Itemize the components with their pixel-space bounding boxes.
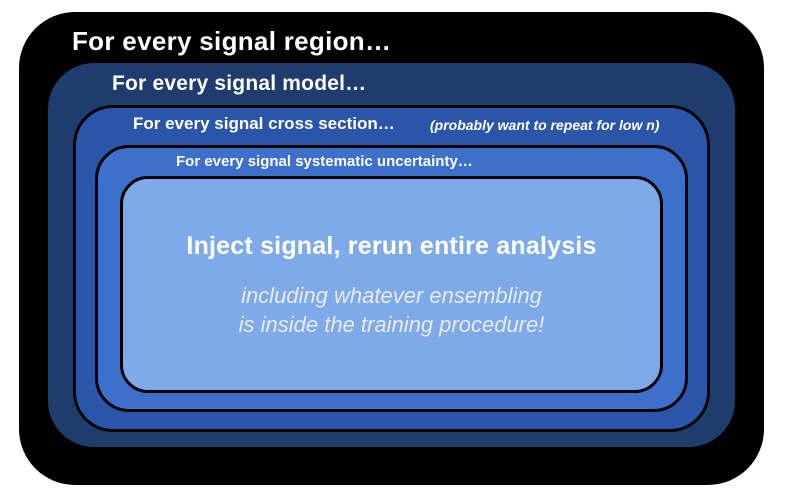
loop-label-signal-region: For every signal region… [72,26,392,56]
inner-subtitle-line-2: is inside the training procedure! [238,312,545,338]
inner-title-inject-signal: Inject signal, rerun entire analysis [186,232,597,260]
inner-subtitle-line-1: including whatever ensembling [241,283,542,308]
loop-label-signal-model: For every signal model… [112,72,367,95]
inner-subtitle-ensembling: including whatever ensembling is inside … [123,281,660,339]
loop-label-signal-cross-section: For every signal cross section… [133,114,395,133]
loop-box-inject-signal: Inject signal, rerun entire analysis inc… [120,176,663,393]
loop-box-signal-model: For every signal model… For every signal… [48,63,735,447]
loop-note-repeat-for-low-n: (probably want to repeat for low n) [430,117,660,133]
loop-label-signal-systematic-uncertainty: For every signal systematic uncertainty… [176,153,473,170]
loop-box-signal-cross-section: For every signal cross section… (probabl… [73,105,710,432]
loop-box-signal-region: For every signal region… For every signa… [19,12,764,485]
loop-box-signal-systematic-uncertainty: For every signal systematic uncertainty…… [95,145,688,412]
